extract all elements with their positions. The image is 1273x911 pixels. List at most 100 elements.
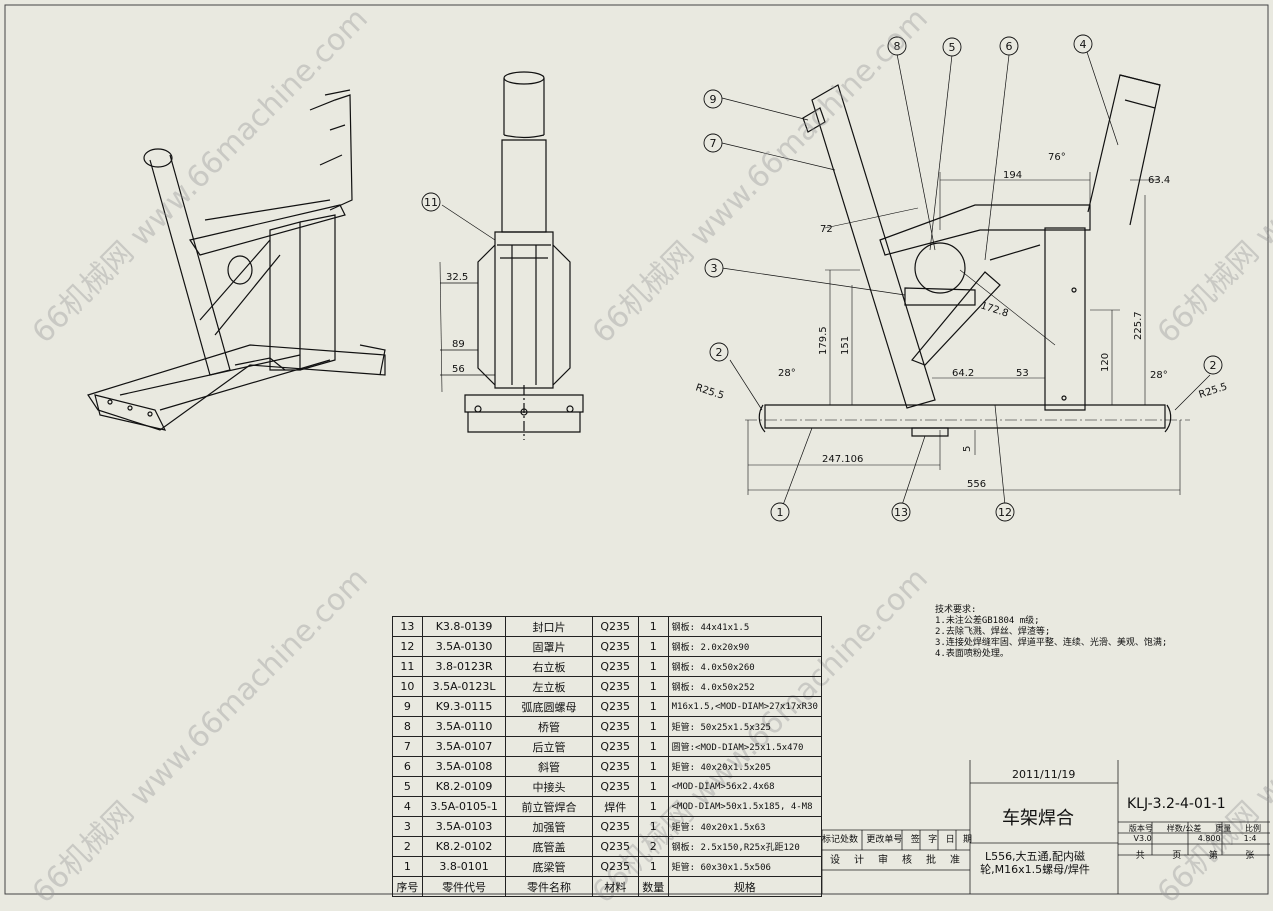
sheet-info: 共 页 第 张 — [1122, 848, 1268, 861]
sign-label: 期 — [962, 835, 972, 845]
dim-172-8: 172.8 — [979, 300, 1010, 319]
bom-cell: 3.5A-0105-1 — [421, 796, 507, 817]
dim-r25-a: R25.5 — [694, 382, 725, 401]
dim-151: 151 — [840, 336, 851, 355]
dim-194: 194 — [1003, 170, 1022, 181]
bom-cell: 加强管 — [505, 816, 593, 837]
dim-64-2: 64.2 — [952, 368, 974, 379]
sign-label: 更改单号 — [866, 835, 903, 845]
sign-label: 审 — [878, 855, 888, 866]
front-view — [439, 71, 584, 440]
bom-cell: Q235 — [591, 676, 639, 697]
bom-cell: 1 — [637, 636, 669, 657]
sign-label: 日 — [945, 835, 955, 845]
bom-cell: 10 — [392, 676, 423, 697]
bom-cell: 13 — [392, 616, 423, 637]
bom-header-cell: 规格 — [667, 876, 823, 897]
bom-cell: 3.5A-0108 — [421, 756, 507, 777]
bom-cell: 焊件 — [591, 796, 639, 817]
bom-cell: 3.5A-0103 — [421, 816, 507, 837]
isometric-view — [87, 89, 386, 431]
bom-cell: 3.5A-0110 — [421, 716, 507, 737]
date: 2011/11/19 — [1012, 768, 1076, 781]
bom-cell: 2 — [392, 836, 423, 857]
meta-label: 比例 — [1245, 824, 1262, 833]
bom-cell: 8 — [392, 716, 423, 737]
bom-cell: 1 — [637, 856, 669, 877]
balloon-5: 5 — [949, 41, 956, 54]
bom-cell: Q235 — [591, 616, 639, 637]
bom-cell: 矩管: 60x30x1.5x506 — [667, 856, 823, 877]
balloon-2b: 2 — [1210, 359, 1217, 372]
dim-28a: 28° — [778, 368, 796, 379]
meta-value: V3.0 — [1133, 834, 1152, 843]
bom-cell: 11 — [392, 656, 423, 677]
bom-cell: 1 — [637, 676, 669, 697]
sheet-label: 第 — [1208, 851, 1218, 861]
bom-cell: 钢板: 2.5x150,R25x孔距120 — [667, 836, 823, 857]
bom-header-cell: 零件代号 — [421, 876, 507, 897]
sheet-label: 共 — [1135, 851, 1145, 861]
bom-cell: 3 — [392, 816, 423, 837]
bom-cell: 圆管:<MOD-DIAM>25x1.5x470 — [667, 736, 823, 757]
dim-r25-b: R25.5 — [1198, 381, 1229, 400]
balloon-6: 6 — [1006, 40, 1013, 53]
dim-225-7: 225.7 — [1133, 311, 1144, 340]
balloon-8: 8 — [894, 40, 901, 53]
bom-cell: 封口片 — [505, 616, 593, 637]
bom-cell: 1 — [392, 856, 423, 877]
dim-76: 76° — [1048, 152, 1066, 163]
bom-cell: 前立管焊合 — [505, 796, 593, 817]
bom-cell: 1 — [637, 656, 669, 677]
bom-cell: K9.3-0115 — [421, 696, 507, 717]
dim-247: 247.106 — [822, 454, 863, 465]
bom-cell: 1 — [637, 796, 669, 817]
meta-values: V3.0 4.800 1:4 — [1122, 834, 1268, 843]
bom-cell: Q235 — [591, 736, 639, 757]
bom-cell: 1 — [637, 756, 669, 777]
notes-line: 3.连接处焊缝牢固、焊道平整、连续、光滑、美观、饱满; — [935, 638, 1168, 648]
bom-cell: Q235 — [591, 856, 639, 877]
bom-cell: 1 — [637, 696, 669, 717]
drawing-number: KLJ-3.2-4-01-1 — [1127, 796, 1226, 812]
meta-value: 1:4 — [1243, 834, 1257, 843]
balloon-3: 3 — [711, 262, 718, 275]
title-block-right — [1118, 821, 1270, 856]
side-view — [745, 74, 1190, 437]
bom-cell: Q235 — [591, 776, 639, 797]
sign-label: 设 — [830, 855, 840, 866]
bom-cell: 后立管 — [505, 736, 593, 757]
bom-header-cell: 材料 — [591, 876, 639, 897]
notes-line: 2.去除飞溅、焊丝、焊渣等; — [935, 627, 1051, 637]
balloon-7: 7 — [710, 137, 717, 150]
balloon-12: 12 — [998, 506, 1012, 519]
bom-cell: 4 — [392, 796, 423, 817]
bom-cell: 右立板 — [505, 656, 593, 677]
bom-cell: 矩管: 40x20x1.5x63 — [667, 816, 823, 837]
bom-cell: 1 — [637, 716, 669, 737]
bom-cell: 3.8-0101 — [421, 856, 507, 877]
bom-cell: 1 — [637, 616, 669, 637]
dim-53: 53 — [1016, 368, 1029, 379]
meta-head: 版本号 样数/公差 质量 比例 — [1122, 823, 1268, 834]
balloon-13: 13 — [894, 506, 908, 519]
notes-line: 4.表面喷粉处理。 — [935, 649, 1009, 659]
sheet-label: 张 — [1245, 851, 1255, 861]
bom-cell: 桥管 — [505, 716, 593, 737]
sign-row-2: 设 计 审 核 批 准 — [830, 851, 960, 866]
bom-cell: 固罩片 — [505, 636, 593, 657]
dim-5: 5 — [962, 446, 973, 452]
dim-32-5: 32.5 — [446, 272, 468, 283]
notes-line: 1.未注公差GB1804 m级; — [935, 616, 1040, 626]
bom-cell: 3.5A-0123L — [421, 676, 507, 697]
meta-label: 质量 — [1215, 824, 1232, 833]
